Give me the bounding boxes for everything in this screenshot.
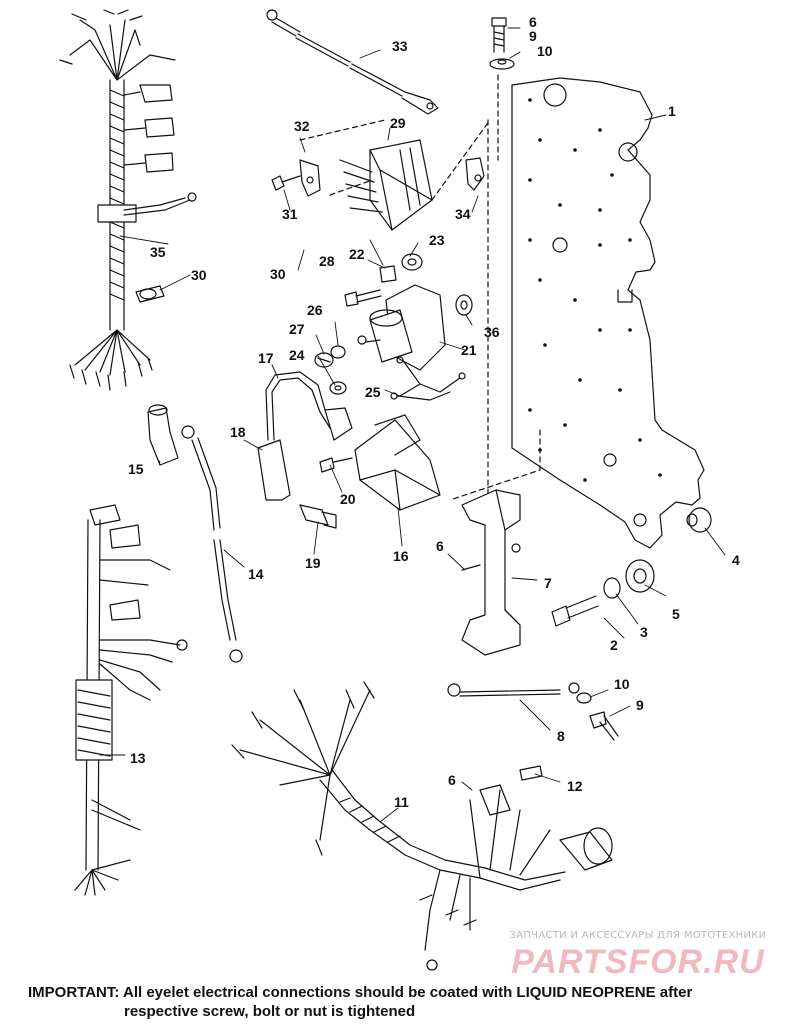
callout-13: 13 — [130, 750, 146, 766]
callout-16: 16 — [393, 548, 409, 564]
short-wire — [390, 391, 451, 401]
important-note-line-2: respective screw, bolt or nut is tighten… — [124, 1003, 416, 1020]
important-note-line-1: IMPORTANT: All eyelet electrical connect… — [28, 984, 693, 1001]
callout-1: 1 — [668, 103, 676, 119]
callout-35: 35 — [150, 244, 166, 260]
important-note: IMPORTANT: All eyelet electrical connect… — [28, 983, 788, 1021]
callout-28: 28 — [319, 253, 335, 269]
callout-18: 18 — [230, 424, 246, 440]
clip-and-screw — [271, 159, 321, 197]
callout-5: 5 — [672, 606, 680, 622]
mounting-plate — [487, 74, 705, 549]
top-bolt-and-washer — [489, 17, 515, 70]
cable-clamp — [135, 285, 165, 303]
callout-12: 12 — [567, 778, 583, 794]
callout-30-left: 30 — [191, 267, 207, 283]
callout-2: 2 — [610, 637, 618, 653]
watermark-tagline: ЗАПЧАСТИ И АКСЕССУАРЫ ДЛЯ МОТОТЕХНИКИ — [509, 930, 767, 941]
callout-22: 22 — [349, 246, 365, 262]
harness-35 — [59, 9, 197, 391]
callout-20: 20 — [340, 491, 356, 507]
callout-4: 4 — [732, 552, 740, 568]
watermark: ЗАПЧАСТИ И АКСЕССУАРЫ ДЛЯ МОТОТЕХНИКИ PA… — [488, 930, 788, 982]
ignition-coil — [319, 414, 541, 511]
callout-34: 34 — [455, 206, 471, 222]
ground-wire-8 — [447, 682, 619, 741]
callout-27: 27 — [289, 321, 305, 337]
leader-lines — [99, 27, 726, 823]
coil-bracket — [461, 489, 521, 656]
callout-24: 24 — [289, 347, 305, 363]
callout-8: 8 — [557, 728, 565, 744]
callout-9-low: 9 — [636, 697, 644, 713]
callout-29: 29 — [390, 115, 406, 131]
ground-cable — [266, 9, 439, 115]
harness-11 — [231, 681, 613, 971]
boot-and-strap — [147, 404, 243, 663]
callout-6-low: 6 — [448, 772, 456, 788]
callout-7: 7 — [544, 575, 552, 591]
callout-36: 36 — [484, 324, 500, 340]
callout-6-top: 6 — [529, 14, 537, 30]
callout-32: 32 — [294, 118, 310, 134]
callout-11: 11 — [394, 794, 409, 810]
watermark-logo: PARTSFOR.RU — [511, 943, 765, 981]
grommet-and-bolt — [551, 507, 712, 627]
callout-19: 19 — [305, 555, 321, 571]
solenoid — [357, 284, 466, 397]
callout-10-top: 10 — [537, 43, 553, 59]
callout-10-low: 10 — [614, 676, 630, 692]
plug-lead — [257, 371, 353, 501]
callout-23: 23 — [429, 232, 445, 248]
callout-3: 3 — [640, 624, 648, 640]
harness-13 — [74, 504, 188, 896]
callout-25: 25 — [365, 384, 381, 400]
spark-plug — [299, 504, 337, 529]
callout-14: 14 — [248, 566, 264, 582]
callout-15: 15 — [128, 461, 144, 477]
callout-17: 17 — [258, 350, 274, 366]
callout-33: 33 — [392, 38, 408, 54]
callout-30-mid: 30 — [270, 266, 286, 282]
fasteners-group — [344, 253, 473, 316]
rectifier — [299, 119, 491, 231]
nuts-and-washers — [314, 345, 347, 395]
callout-26: 26 — [307, 302, 323, 318]
callout-21: 21 — [461, 342, 477, 358]
callout-6-mid: 6 — [436, 538, 444, 554]
callout-9-top: 9 — [529, 28, 537, 44]
plate-clip — [465, 157, 485, 191]
callout-31: 31 — [282, 206, 298, 222]
